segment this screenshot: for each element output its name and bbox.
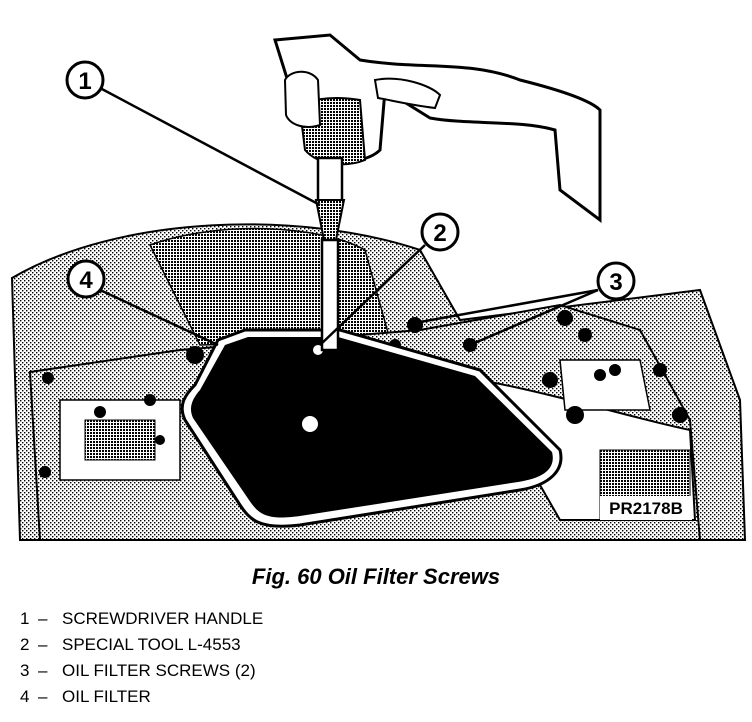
legend-item: 1–SCREWDRIVER HANDLE [20,608,263,634]
legend-number: 3 [20,661,30,680]
callout-3-number: 3 [609,269,622,296]
legend-label: OIL FILTER SCREWS (2) [62,661,256,680]
callout-4: 4 [66,259,106,299]
legend-item: 2–SPECIAL TOOL L-4553 [20,634,263,660]
oil-filter-illustration: 1 2 3 4 PR2178B [10,33,747,541]
legend-label: SPECIAL TOOL L-4553 [62,635,241,654]
legend-label: OIL FILTER [62,687,151,706]
legend-label: SCREWDRIVER HANDLE [62,609,264,628]
legend-list: 1–SCREWDRIVER HANDLE 2–SPECIAL TOOL L-45… [20,608,263,712]
callout-3: 3 [596,261,636,301]
figure-caption: Fig. 60 Oil Filter Screws [251,564,501,589]
callout-2: 2 [420,212,460,252]
legend-dash: – [38,661,48,680]
callout-4-number: 4 [79,267,93,294]
hand-with-screwdriver [273,33,602,352]
legend-dash: – [38,609,48,628]
callout-1: 1 [65,60,105,100]
legend-item: 4–OIL FILTER [20,686,263,712]
oil-filter [180,328,563,528]
legend-number: 1 [20,609,30,628]
legend-number: 2 [20,635,30,654]
legend-number: 4 [20,687,30,706]
callout-2-number: 2 [433,220,446,247]
legend-item: 3–OIL FILTER SCREWS (2) [20,660,263,686]
leader-lines [99,86,599,347]
figure-code: PR2178B [609,499,683,518]
callout-1-number: 1 [78,68,91,95]
legend-dash: – [38,687,48,706]
legend-dash: – [38,635,48,654]
